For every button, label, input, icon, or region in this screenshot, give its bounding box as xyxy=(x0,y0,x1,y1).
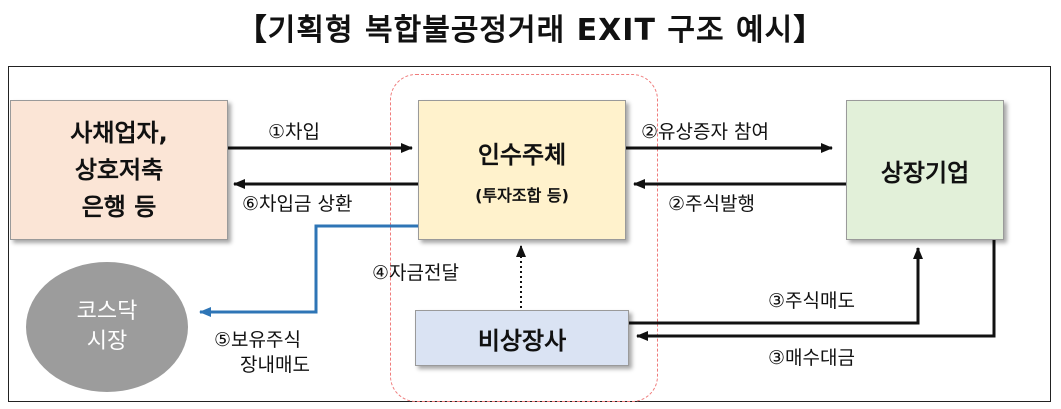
lenders-line-2: 상호저축 xyxy=(74,155,164,184)
insider-company-node: 비상장사 xyxy=(415,310,629,366)
kosdaq-market-node: 코스닥 시장 xyxy=(26,262,188,392)
share-sale-arrow xyxy=(629,247,923,325)
repay-label: ⑥차입금 상환 xyxy=(242,193,353,215)
listed-company-node: 상장기업 xyxy=(846,100,1004,240)
lenders-line-3: 은행 등 xyxy=(81,192,157,221)
acquirer-subtitle: (투자조합 등) xyxy=(475,185,569,205)
market-sale-label-1: ⑤보유주식 xyxy=(214,329,301,351)
market-sale-arrow xyxy=(199,224,418,317)
sale-proceeds-arrow xyxy=(636,240,996,341)
acquisition-group-boundary xyxy=(390,74,658,402)
kosdaq-line-2: 시장 xyxy=(86,329,128,354)
acquirer-name: 인수주체 xyxy=(477,140,567,169)
borrow-label: ①차입 xyxy=(268,121,320,143)
lenders-node: 사채업자, 상호저축 은행 등 xyxy=(10,100,228,240)
rights-issue-label: ②유상증자 참여 xyxy=(641,121,769,143)
kosdaq-line-1: 코스닥 xyxy=(76,299,138,324)
acquirer-node: 인수주체 (투자조합 등) xyxy=(418,100,626,240)
sale-proceeds-label: ③매수대금 xyxy=(768,347,855,369)
fund-transfer-label: ④자금전달 xyxy=(372,262,459,284)
insider-company-label: 비상장사 xyxy=(477,326,567,355)
market-sale-label-2: 장내매도 xyxy=(240,354,310,376)
share-sale-label: ③주식매도 xyxy=(768,290,855,312)
lenders-line-1: 사채업자, xyxy=(70,118,168,147)
diagram-title: 【기획형 복합불공정거래 EXIT 구조 예시】 xyxy=(236,13,825,48)
listed-company-label: 상장기업 xyxy=(880,158,970,187)
share-issue-label: ②주식발행 xyxy=(668,193,755,215)
